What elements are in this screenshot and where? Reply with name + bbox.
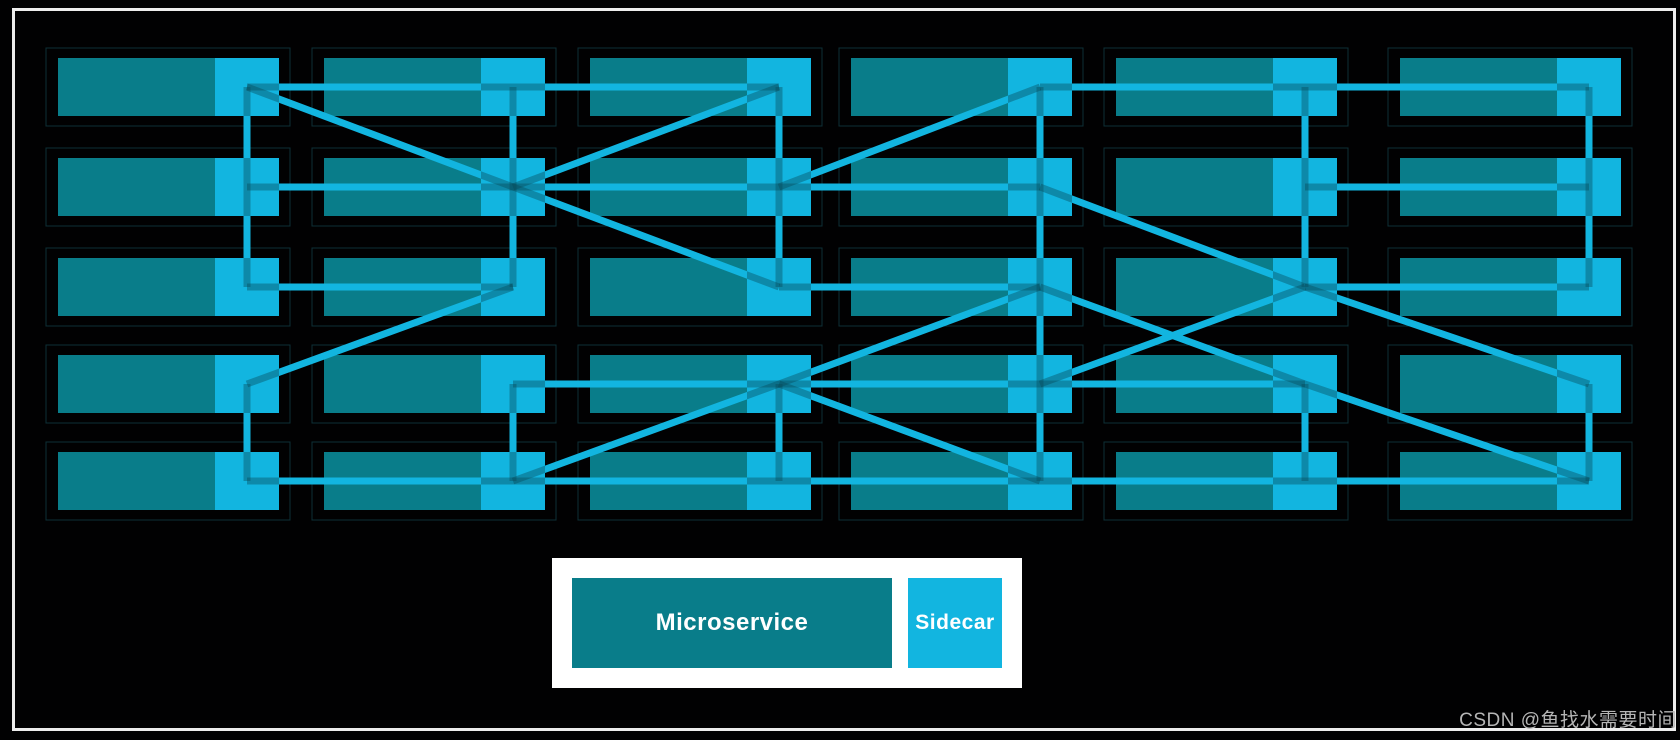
sidecar-r3c3 <box>747 258 811 316</box>
sidecar-r3c4 <box>1008 258 1072 316</box>
sidecar-r2c5 <box>1273 158 1337 216</box>
link-d-r2c2-r3c3 <box>511 183 781 291</box>
sidecar-r1c1 <box>215 58 279 116</box>
link-d-r5c2-r4c3 <box>511 380 781 485</box>
sidecar-r4c1 <box>215 355 279 413</box>
sidecar-r3c5 <box>1273 258 1337 316</box>
sidecar-r1c5 <box>1273 58 1337 116</box>
sidecar-r2c4 <box>1008 158 1072 216</box>
legend-microservice-swatch: Microservice <box>572 578 892 668</box>
microservice-r4c2 <box>324 355 481 413</box>
microservice-r1c1 <box>58 58 215 116</box>
sidecar-r2c6 <box>1557 158 1621 216</box>
sidecar-r5c5 <box>1273 452 1337 510</box>
legend-sidecar-swatch: Sidecar <box>908 578 1002 668</box>
cell-box-r4c1 <box>45 344 291 424</box>
link-d-r2c4-r3c5 <box>1038 183 1307 291</box>
sidecar-r3c6 <box>1557 258 1621 316</box>
microservice-r2c5 <box>1116 158 1273 216</box>
cell-box-r4c6 <box>1387 344 1633 424</box>
sidecar-r2c3 <box>747 158 811 216</box>
links-layer <box>243 83 1593 485</box>
sidecar-r2c2 <box>481 158 545 216</box>
link-d-r1c1-r2c2 <box>245 83 515 191</box>
microservice-r4c1 <box>58 355 215 413</box>
sidecar-r2c1 <box>215 158 279 216</box>
sidecar-r1c3 <box>747 58 811 116</box>
microservice-r2c1 <box>58 158 215 216</box>
sidecar-r1c4 <box>1008 58 1072 116</box>
sidecar-r4c6 <box>1557 355 1621 413</box>
microservice-r3c1 <box>58 258 215 316</box>
link-d-r4c3-r5c4 <box>777 380 1042 485</box>
microservice-r5c1 <box>58 452 215 510</box>
link-d-r4c5-r5c6 <box>1303 380 1591 485</box>
link-d-r2c3-r1c4 <box>777 83 1042 191</box>
link-d-r4c1-r3c2 <box>245 283 515 388</box>
sidecar-r1c2 <box>481 58 545 116</box>
sidecar-r4c3 <box>747 355 811 413</box>
sidecars-layer <box>215 58 1621 510</box>
sidecar-r4c4 <box>1008 355 1072 413</box>
legend-sidecar-label: Sidecar <box>915 611 995 634</box>
link-d-r3c5-r4c6 <box>1303 283 1591 388</box>
link-d-r2c2-r1c3 <box>511 83 781 191</box>
sidecar-r5c3 <box>747 452 811 510</box>
sidecar-r5c6 <box>1557 452 1621 510</box>
sidecar-r4c2 <box>481 355 545 413</box>
sidecar-r3c1 <box>215 258 279 316</box>
sidecar-r1c6 <box>1557 58 1621 116</box>
legend-microservice-label: Microservice <box>655 609 809 636</box>
legend: Microservice Sidecar <box>552 558 1022 688</box>
link-d-r3c5-r4c4 <box>1038 283 1307 388</box>
sidecar-r5c4 <box>1008 452 1072 510</box>
sidecar-r3c2 <box>481 258 545 316</box>
link-d-r4c3-r3c4 <box>777 283 1042 388</box>
sidecar-r5c2 <box>481 452 545 510</box>
sidecar-r4c5 <box>1273 355 1337 413</box>
sidecar-r5c1 <box>215 452 279 510</box>
watermark-text: CSDN @鱼找水需要时间 <box>1459 710 1677 731</box>
